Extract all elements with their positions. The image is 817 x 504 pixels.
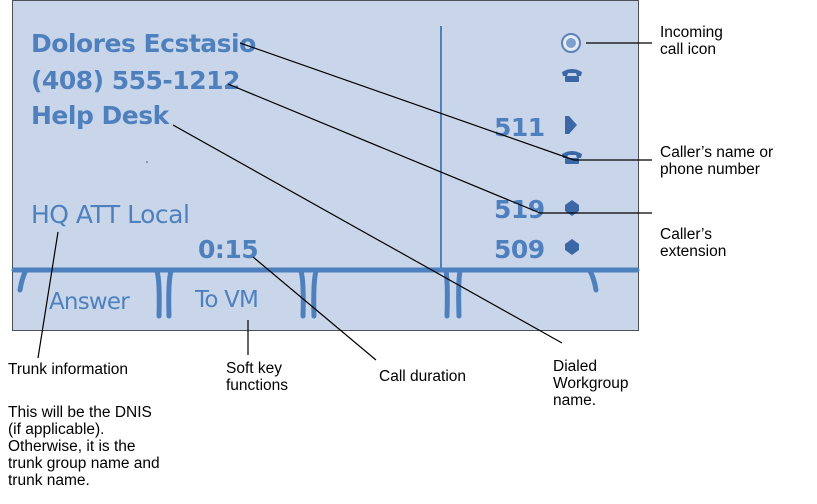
callout-caller-extension: Caller’s extension <box>660 226 727 260</box>
softkey-answer[interactable]: Answer <box>49 289 130 315</box>
phone-display-screen: Dolores Ecstasio (408) 555-1212 Help Des… <box>12 0 639 331</box>
callout-trunk-information: Trunk information <box>8 361 129 378</box>
line-status-icon <box>565 200 579 216</box>
handset-icon <box>562 69 582 82</box>
play-icon <box>565 116 577 134</box>
extension-511: 511 <box>494 113 545 142</box>
callout-dnis-note: This will be the DNIS (if applicable). O… <box>8 404 160 489</box>
softkey-frame <box>11 267 640 319</box>
incoming-call-icon <box>561 33 581 53</box>
callout-call-duration: Call duration <box>379 368 467 385</box>
screen-dot <box>146 161 148 163</box>
leader-lines <box>37 42 652 361</box>
line-status-icon <box>565 239 579 255</box>
softkey-to-vm[interactable]: To VM <box>195 287 259 313</box>
extension-509: 509 <box>494 235 545 264</box>
callout-incoming-call-icon: Incoming call icon <box>660 24 723 58</box>
workgroup-name: Help Desk <box>31 101 169 130</box>
callout-soft-key-functions: Soft key functions <box>226 360 289 394</box>
caller-name: Dolores Ecstasio <box>31 29 256 58</box>
trunk-info: HQ ATT Local <box>31 200 190 229</box>
handset-icon <box>562 151 582 164</box>
callout-caller-name-or-number: Caller’s name or phone number <box>660 144 774 178</box>
caller-number: (408) 555-1212 <box>31 66 240 95</box>
callout-dialed-workgroup: Dialed Workgroup name. <box>553 358 629 409</box>
call-duration: 0:15 <box>198 235 259 264</box>
extension-519: 519 <box>494 195 545 224</box>
